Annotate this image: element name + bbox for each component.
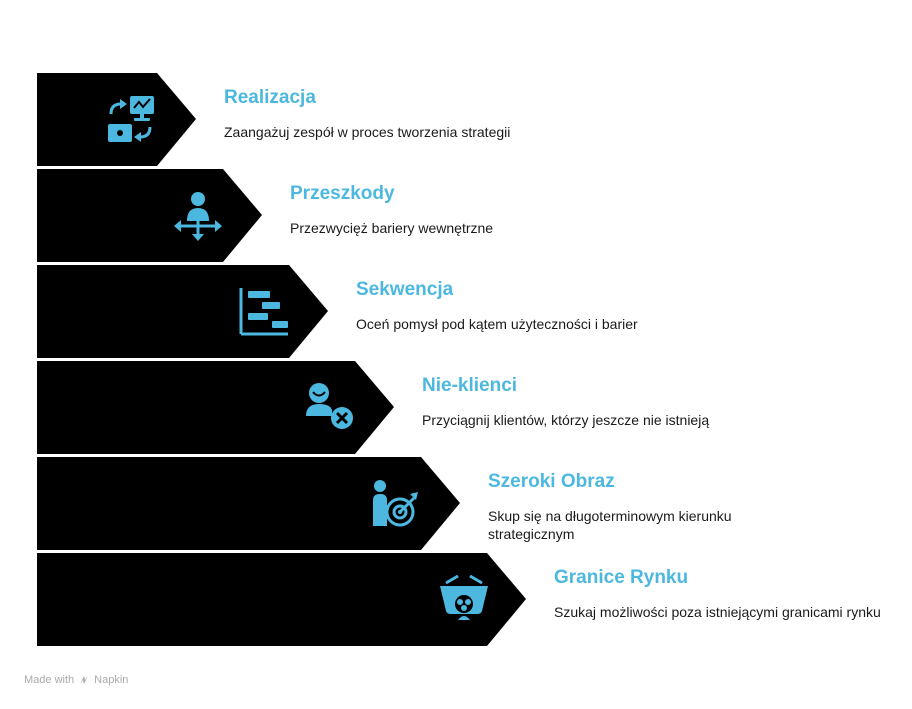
person-crossroads-icon — [174, 192, 222, 241]
napkin-logo-icon — [80, 676, 89, 684]
watermark-prefix: Made with — [24, 674, 75, 686]
step-band-5 — [37, 457, 460, 550]
step-band-3 — [37, 265, 328, 358]
user-remove-icon — [306, 383, 353, 429]
step-description: Skup się na długoterminowym kierunku str… — [488, 508, 732, 542]
napkin-watermark: Made with Napkin — [24, 674, 128, 686]
watermark-brand: Napkin — [94, 674, 129, 686]
step-description: Zaangażuj zespół w proces tworzenia stra… — [224, 124, 511, 140]
step-text-2: Przeszkody Przezwycięż bariery wewnętrzn… — [290, 183, 850, 237]
step-text-4: Nie-klienci Przyciągnij klientów, którzy… — [422, 375, 862, 429]
step-text-3: Sekwencja Oceń pomysł pod kątem użyteczn… — [356, 279, 856, 333]
step-text-5: Szeroki Obraz Skup się na długoterminowy… — [488, 471, 808, 543]
step-band-1 — [37, 73, 196, 166]
step-band-2 — [37, 169, 262, 262]
step-description: Przezwycięż bariery wewnętrzne — [290, 220, 494, 236]
step-title: Granice Rynku — [554, 567, 689, 588]
step-title: Nie-klienci — [422, 375, 518, 396]
person-target-icon — [373, 480, 418, 527]
step-title: Sekwencja — [356, 279, 454, 300]
step-text-6: Granice Rynku Szukaj możliwości poza ist… — [554, 567, 884, 621]
step-title: Realizacja — [224, 87, 316, 108]
step-band-4 — [37, 361, 394, 454]
step-description: Przyciągnij klientów, którzy jeszcze nie… — [422, 412, 710, 428]
step-description: Oceń pomysł pod kątem użyteczności i bar… — [356, 316, 638, 332]
gantt-chart-icon — [239, 288, 288, 336]
step-title: Szeroki Obraz — [488, 471, 615, 492]
step-band-6 — [37, 553, 526, 646]
step-title: Przeszkody — [290, 183, 395, 204]
strategy-flow-icon — [108, 96, 154, 142]
step-text-1: Realizacja Zaangażuj zespół w proces two… — [224, 87, 844, 141]
market-basket-icon — [440, 574, 488, 620]
step-description: Szukaj możliwości poza istniejącymi gran… — [554, 604, 881, 620]
